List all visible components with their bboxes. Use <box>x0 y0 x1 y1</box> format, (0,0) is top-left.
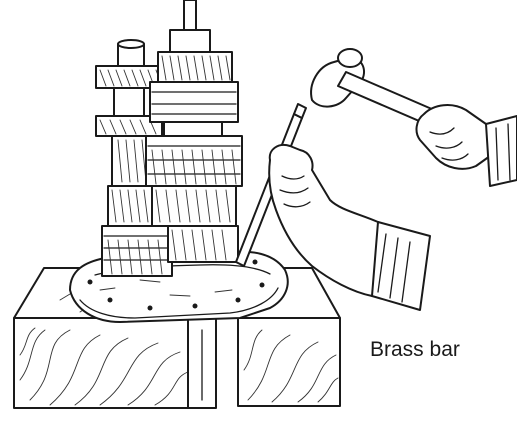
output-shaft-bottom <box>187 317 217 409</box>
mainshaft-assembly <box>145 0 243 263</box>
right-wood-block <box>237 267 341 407</box>
left-hand <box>268 144 431 311</box>
countershaft-assembly <box>95 39 173 277</box>
hammer <box>310 48 449 131</box>
brass-bar-label: Brass bar <box>370 338 460 361</box>
right-hand <box>415 104 517 187</box>
